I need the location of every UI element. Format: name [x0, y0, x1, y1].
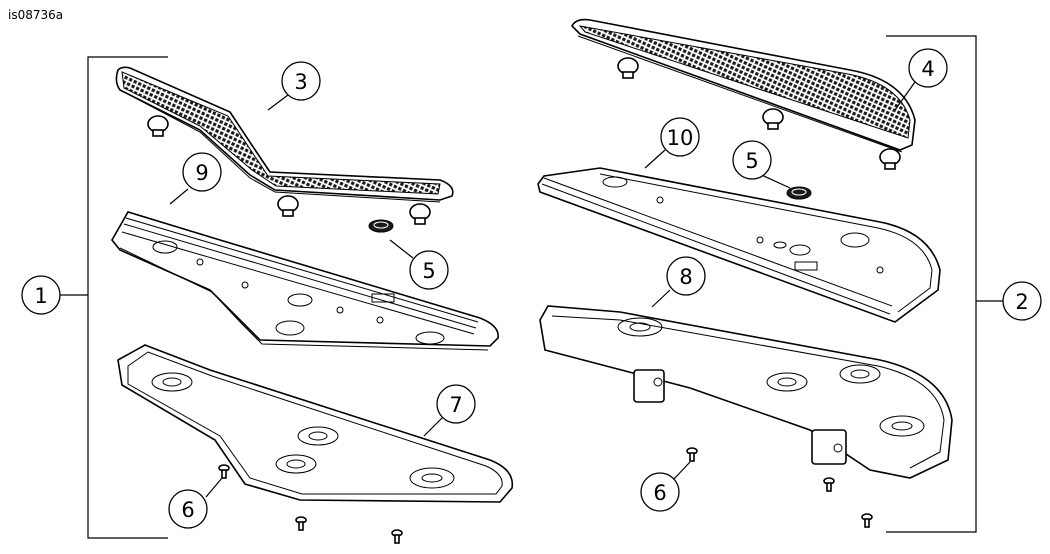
left-screw [218, 464, 230, 479]
mounting-clevis [811, 429, 847, 465]
figure-id: is08736a [8, 8, 64, 22]
callout-10: 10 [660, 117, 700, 157]
callout-label: 6 [653, 481, 666, 505]
callout-4: 4 [908, 48, 948, 88]
left-assembly-bracket [60, 56, 168, 539]
right-tread-pad [571, 18, 916, 170]
callout-label: 8 [679, 265, 692, 289]
tread-stud [617, 57, 639, 79]
mounting-clevis [633, 369, 665, 403]
callout-9: 9 [182, 152, 222, 192]
callout-label: 7 [449, 393, 462, 417]
callout-1: 1 [21, 275, 61, 315]
callout-label: 6 [181, 498, 194, 522]
left-base-frame [117, 344, 514, 503]
tread-stud [879, 148, 901, 170]
tread-stud [277, 195, 299, 217]
callout-8: 8 [666, 256, 706, 296]
left-grommet [368, 219, 394, 233]
left-screw [391, 529, 403, 544]
callout-5-right: 5 [732, 140, 772, 180]
callout-label: 3 [294, 70, 307, 94]
callout-5-left: 5 [409, 250, 449, 290]
right-screw [823, 477, 835, 492]
callout-label: 4 [921, 57, 934, 81]
callout-label: 1 [34, 284, 47, 308]
right-assembly-bracket [886, 35, 1003, 533]
tread-stud [762, 108, 784, 130]
left-screw [295, 516, 307, 531]
left-tread-pad [115, 66, 454, 225]
callout-6-left: 6 [168, 489, 208, 529]
callout-label: 10 [667, 126, 694, 150]
tread-stud [409, 203, 431, 225]
callout-7: 7 [436, 384, 476, 424]
callout-2: 2 [1002, 281, 1042, 321]
callout-label: 2 [1015, 290, 1028, 314]
callout-label: 5 [745, 149, 758, 173]
right-cover-plate [537, 167, 941, 323]
callout-label: 9 [195, 161, 208, 185]
callout-6-right: 6 [640, 472, 680, 512]
right-grommet [786, 186, 812, 200]
callout-3: 3 [281, 61, 321, 101]
right-screw [686, 447, 698, 462]
tread-stud [147, 115, 169, 137]
callout-label: 5 [422, 259, 435, 283]
right-screw [861, 513, 873, 528]
right-base-frame [539, 305, 953, 479]
left-cover-plate [111, 211, 499, 351]
